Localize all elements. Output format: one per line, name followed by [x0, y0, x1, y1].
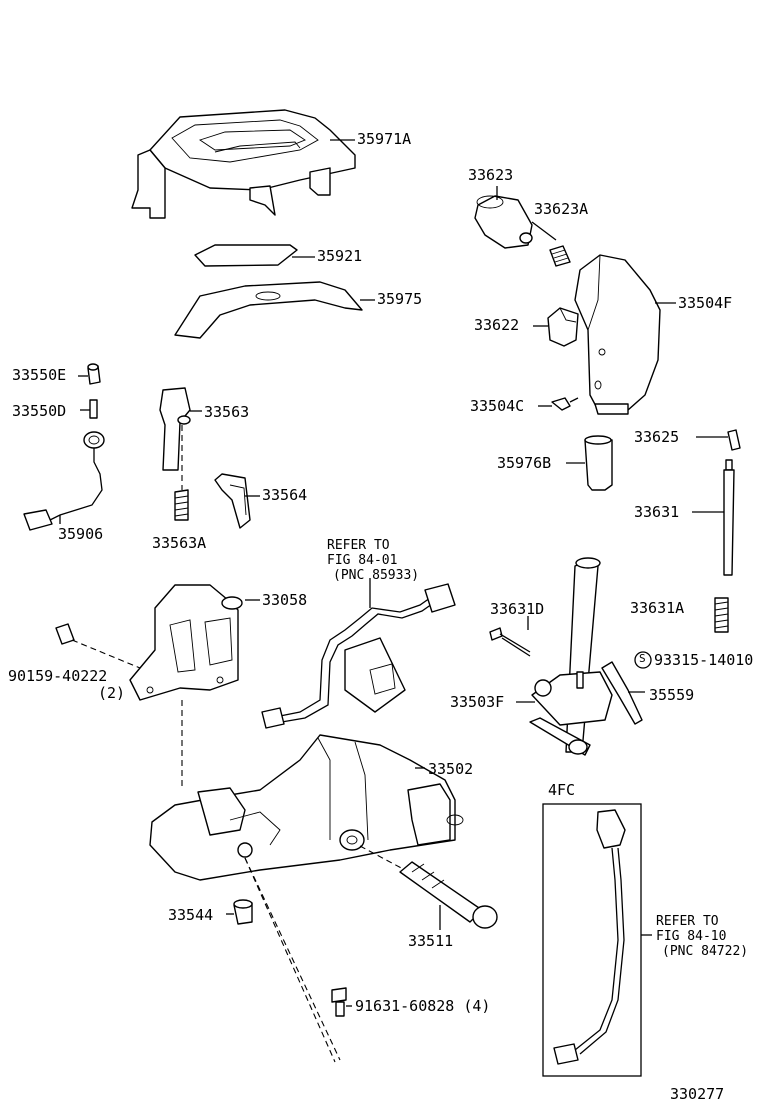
label-35921: 35921	[317, 247, 363, 265]
label-35971A: 35971A	[357, 130, 412, 148]
refer-note-1-line1: REFER TO	[327, 538, 390, 553]
part-33058-bracket	[129, 584, 260, 790]
part-33544-bushing	[226, 899, 253, 925]
label-33503F: 33503F	[450, 693, 505, 711]
refer-note-1-line3: (PNC 85933)	[333, 568, 420, 583]
label-33058: 33058	[262, 591, 308, 609]
part-35921-plate	[194, 244, 315, 267]
part-33563-bracket	[159, 387, 202, 490]
label-33563: 33563	[204, 403, 250, 421]
label-33564: 33564	[262, 486, 308, 504]
label-33623: 33623	[468, 166, 514, 184]
figure-number: 330277	[670, 1085, 725, 1103]
label-33625: 33625	[634, 428, 680, 446]
inset-4FC-box	[542, 803, 652, 1077]
part-35971A-indicator-housing	[131, 109, 356, 219]
s-mark: S	[639, 652, 646, 665]
label-35975: 35975	[377, 290, 423, 308]
part-33631-rod	[692, 459, 735, 576]
part-33502-shifter-base	[149, 734, 464, 1063]
part-33550D-socket	[80, 399, 98, 419]
part-33503F-shift-lever	[516, 557, 613, 756]
part-33550E-bulb	[78, 363, 101, 385]
label-91631-60828: 91631-60828 (4)	[355, 997, 491, 1015]
label-90159-qty: (2)	[98, 684, 126, 702]
refer-note-1-line2: FIG 84-01	[327, 553, 398, 568]
part-33564-clip	[214, 473, 260, 529]
label-33504F: 33504F	[678, 294, 733, 312]
part-33622-cap	[533, 307, 579, 347]
label-33623A: 33623A	[534, 200, 589, 218]
label-33622: 33622	[474, 316, 520, 334]
part-33511-pin	[399, 861, 498, 930]
label-93315-14010: 93315-14010	[654, 651, 754, 669]
refer-note-2-line1: REFER TO	[656, 914, 719, 929]
part-33623-button	[474, 186, 533, 249]
label-33511: 33511	[408, 932, 454, 950]
part-33625-pin	[696, 429, 741, 451]
s-mark-circle	[634, 651, 652, 669]
part-35559-link	[601, 661, 645, 725]
part-35975-cover	[174, 281, 375, 339]
label-35976B: 35976B	[497, 454, 552, 472]
part-90159-bolt	[55, 623, 141, 669]
part-35976B-boot	[566, 435, 613, 491]
label-90159-40222: 90159-40222	[8, 667, 108, 685]
label-33550E: 33550E	[12, 366, 67, 384]
part-33504C-screw	[538, 397, 579, 411]
label-33631: 33631	[634, 503, 680, 521]
part-91631-bolt	[331, 987, 352, 1017]
label-33502: 33502	[428, 760, 474, 778]
part-33504F-shift-knob	[574, 254, 676, 415]
refer-note-2-line3: (PNC 84722)	[662, 944, 749, 959]
label-33544: 33544	[168, 906, 214, 924]
part-33563A-spring	[174, 489, 189, 521]
part-35906-wire	[23, 431, 105, 531]
label-33550D: 33550D	[12, 402, 67, 420]
label-33563A: 33563A	[152, 534, 207, 552]
label-33631A: 33631A	[630, 599, 685, 617]
part-33623A-spring	[531, 221, 571, 267]
label-33631D: 33631D	[490, 600, 545, 618]
inset-title-4FC: 4FC	[548, 781, 576, 799]
label-35559: 35559	[649, 686, 695, 704]
refer-note-2-line2: FIG 84-10	[656, 929, 727, 944]
label-33504C: 33504C	[470, 397, 525, 415]
part-33631A-spring	[714, 597, 729, 633]
label-35906: 35906	[58, 525, 104, 543]
part-33631D-pin	[489, 616, 531, 657]
part-85933-cable-assembly	[261, 578, 456, 729]
